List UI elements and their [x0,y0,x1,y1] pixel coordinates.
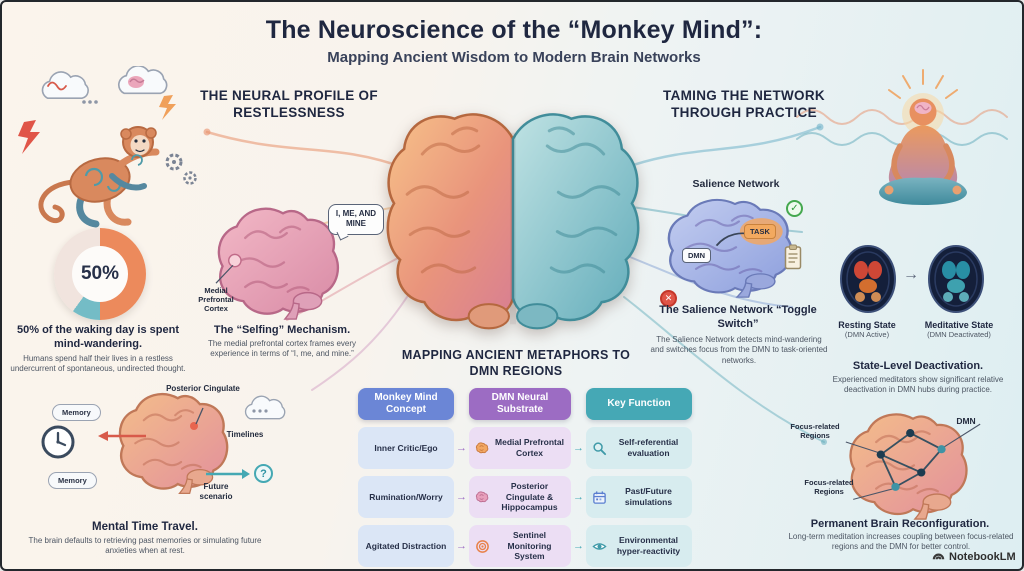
table-cell-concept-3: Agitated Distraction [358,525,454,567]
selfing-caption: The “Selfing” Mechanism. [213,324,351,336]
cell-text: Inner Critic/Ego [374,442,438,453]
reconfig-caption: Permanent Brain Reconfiguration. [810,518,990,530]
table-cell-substrate-3: Sentinel Monitoring System [469,525,571,567]
cell-text: Posterior Cingulate & Hippocampus [501,481,558,513]
table-cell-function-2: Past/Future simulations [586,476,692,518]
cell-text: Past/Future simulations [624,486,673,507]
states-detail: Experienced meditators show significant … [832,375,1004,395]
arrow-right-icon: → [573,491,584,503]
dmn-tag: DMN [682,248,712,263]
selfing-brain-illustration [215,207,340,320]
state-subtitle: (DMN Deactivated) [927,330,991,339]
cell-text: Medial Prefrontal Cortex [495,437,564,458]
table-header-substrate: DMN Neural Substrate [469,388,571,420]
state-title: Meditative State [924,320,994,330]
resting-state-scan [838,244,898,314]
meditator-illustration [879,69,967,205]
salience-detail: The Salience Network detects mind-wander… [650,335,828,365]
calendar-icon [593,490,606,504]
time-travel-illustration: Posterior Cingulate Memory Memory Timeli… [28,384,290,518]
metaphor-table: Monkey Mind Concept DMN Neural Substrate… [358,388,692,567]
table-cell-concept-1: Inner Critic/Ego [358,427,454,469]
selfing-speech-bubble: I, ME, AND MINE [328,204,384,235]
posterior-cingulate-label: Posterior Cingulate [166,384,240,393]
brain-icon [475,490,489,502]
donut-value: 50% [80,263,120,284]
arrow-right-icon: → [456,491,467,503]
central-split-brain-illustration [386,113,640,330]
table-header-function: Key Function [586,388,692,420]
arrow-right-icon: → [573,540,584,552]
eye-icon [592,542,607,550]
salience-illustration: Salience Network DMN TASK ✓ ✕ [658,178,814,314]
brain-icon [475,441,489,453]
magnifier-icon [593,441,607,455]
state-title: Resting State [838,320,896,330]
clipboard-icon [784,244,802,270]
spacer [454,388,469,420]
notebooklm-logo-icon [932,553,945,560]
memory-cloud-1: Memory [52,404,101,421]
left-section-heading: THE NEURAL PROFILE OF RESTLESSNESS [200,88,378,120]
future-scenario-label: Future scenario [199,482,233,501]
table-cell-function-3: Environmental hyper-reactivity [586,525,692,567]
reconfig-detail: Long-term meditation increases coupling … [788,532,1014,552]
spacer [571,388,586,420]
stat-detail: Humans spend half their lives in a restl… [10,354,186,374]
time-travel-caption: Mental Time Travel. [92,521,198,533]
task-tag: TASK [744,224,776,239]
state-subtitle: (DMN Active) [844,330,890,339]
focus-regions-label-top: Focus-related Regions [790,422,840,440]
right-section-heading: TAMING THE NETWORK THROUGH PRACTICE [663,88,825,120]
cell-text: Sentinel Monitoring System [507,530,552,562]
watermark-text: NotebookLM [949,550,1016,563]
donut-center: 50% [72,246,128,302]
clock-icon [41,425,75,459]
reconfigured-brain-illustration [845,413,981,520]
title-block: The Neuroscience of the “Monkey Mind”: M… [2,16,1022,66]
mpfc-region-label: Medial Prefrontal Cortex [198,286,234,313]
salience-network-label: Salience Network [692,178,780,190]
cell-text: Environmental hyper-reactivity [616,535,681,556]
cell-text: Agitated Distraction [365,540,447,551]
states-caption: State-Level Deactivation. [852,360,984,372]
selfing-detail: The medial prefrontal cortex frames ever… [207,339,357,359]
page-subtitle: Mapping Ancient Wisdom to Modern Brain N… [327,49,701,66]
salience-caption: The Salience Network “Toggle Switch” [659,304,817,330]
timelines-label: Timelines [226,430,264,439]
monkey-illustration [18,66,197,228]
arrow-right-icon: → [573,442,584,454]
question-icon: ? [254,464,273,483]
table-cell-function-1: Self-referential evaluation [586,427,692,469]
selfing-illustration: I, ME, AND MINE Medial Prefrontal Cortex [188,198,400,324]
dmn-label: DMN [956,416,976,426]
arrow-right-icon: → [456,540,467,552]
time-travel-brain-illustration [41,392,286,495]
table-cell-concept-2: Rumination/Worry [358,476,454,518]
mind-wandering-donut-chart: 50% [54,228,146,320]
meditative-state-scan [926,244,986,314]
arrow-right-icon: → [456,442,467,454]
time-travel-detail: The brain defaults to retrieving past me… [28,536,262,556]
resting-state-label: Resting State (DMN Active) [822,320,912,339]
check-icon: ✓ [786,200,803,217]
table-header-concept: Monkey Mind Concept [358,388,454,420]
meditative-state-label: Meditative State (DMN Deactivated) [912,320,1006,339]
cross-icon: ✕ [660,290,677,307]
stat-caption: 50% of the waking day is spent mind-wand… [17,324,179,350]
focus-regions-label-bottom: Focus-related Regions [804,478,854,496]
table-heading: MAPPING ANCIENT METAPHORS TO DMN REGIONS [401,348,631,378]
notebooklm-watermark: NotebookLM [932,550,1016,563]
table-cell-substrate-2: Posterior Cingulate & Hippocampus [469,476,571,518]
cell-text: Rumination/Worry [369,491,443,502]
cell-text: Self-referential evaluation [618,437,679,458]
target-icon [476,539,489,553]
memory-cloud-2: Memory [48,472,97,489]
table-cell-substrate-1: Medial Prefrontal Cortex [469,427,571,469]
arrow-right-icon: → [903,266,919,283]
page-title: The Neuroscience of the “Monkey Mind”: [265,16,763,44]
